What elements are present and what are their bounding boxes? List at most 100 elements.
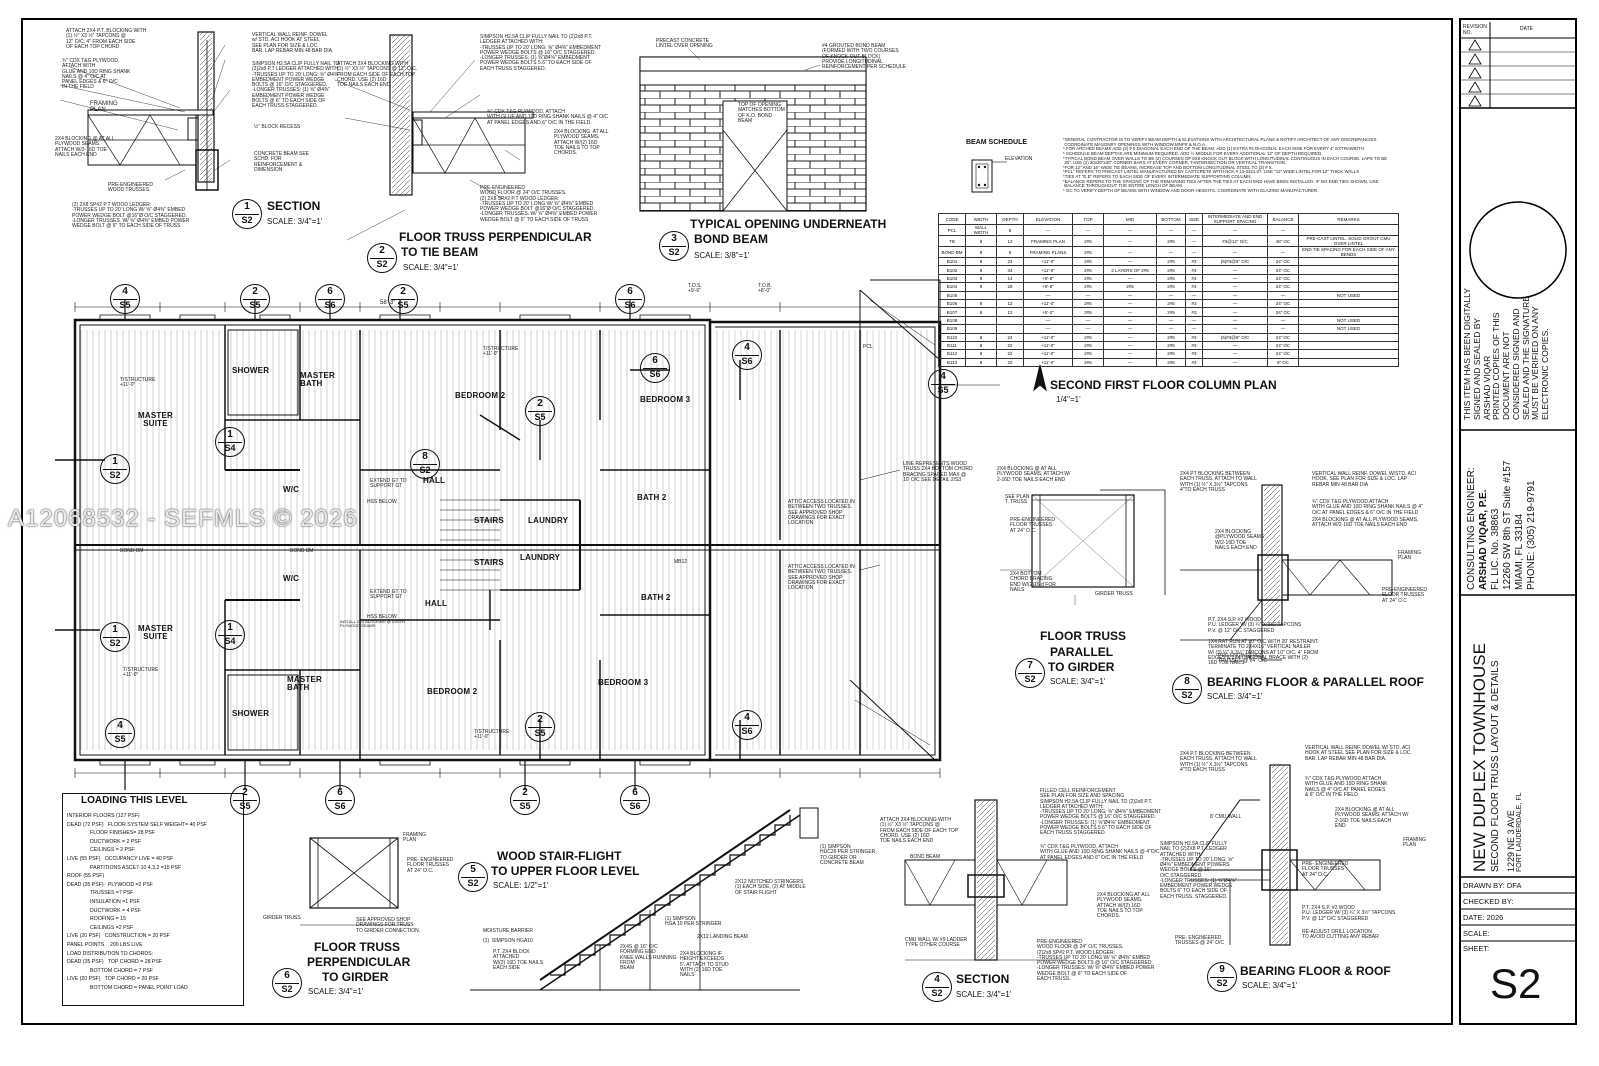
- beam-cell: —: [1202, 273, 1268, 284]
- beam-cell: 8: [996, 224, 1024, 236]
- loading-line: FLOOR FINISHES= 28 PSF: [67, 830, 156, 837]
- detail-6-title-2: PERPENDICULAR: [307, 955, 411, 969]
- beam-cell: [965, 290, 997, 300]
- beam-cell: —: [1202, 265, 1268, 275]
- detail-9-graphic: [1189, 764, 1381, 946]
- beam-cell: 8: [965, 282, 997, 292]
- beam-hdr-bottom: BOTTOM: [1156, 213, 1186, 225]
- beam-cell: [1298, 282, 1399, 292]
- beam-cell: 2#5: [1156, 349, 1186, 359]
- loading-box: LOADING THIS LEVEL INTERIOR FLOORS (127 …: [62, 793, 244, 1006]
- beam-cell: —: [1202, 340, 1268, 351]
- beam-cell: 2#5: [1072, 349, 1104, 359]
- beam-cell: 34: [996, 265, 1024, 275]
- plan-note-attic-2: ATTIC ACCESS LOCATED IN BETWEEN TWO TRUS…: [788, 564, 855, 591]
- detail-2-title-2: TO TIE BEAM: [401, 245, 479, 259]
- beam-cell: 22: [996, 349, 1024, 359]
- beam-section-icon: [971, 159, 1007, 193]
- beam-cell: 12: [996, 307, 1024, 317]
- plan-scale: 1/4"=1': [1056, 395, 1081, 404]
- beam-cell: 24: [996, 256, 1024, 267]
- tag-hss-2: HSS BELOW: [367, 614, 397, 620]
- d2-note-a: SIMPSON H2.5A CLIP FULLY NAIL TO (2)2x8 …: [480, 34, 602, 72]
- beam-cell: 8: [965, 273, 997, 284]
- beam-cell: 12: [996, 298, 1024, 309]
- tag-tstructure-1: T/STRUCTURE +11'-0": [120, 377, 156, 389]
- d1-note-f: CONCRETE BEAM SEE SCHD. FOR REINFORCEMEN…: [254, 151, 310, 173]
- beam-cell: —: [1023, 290, 1073, 300]
- detail-1-graphic: [59, 31, 231, 191]
- loading-line: PANEL POINTS 200 LBS LIVE: [67, 941, 143, 948]
- beam-cell: —: [1103, 246, 1157, 258]
- beam-cell: 48" OC: [1267, 235, 1299, 247]
- tag-install: INSTALL 2X4 BLOCKING @ EVERY PLYWOOD SEA…: [340, 619, 406, 629]
- beam-cell: 2#5: [1072, 235, 1104, 247]
- beam-cell: [1298, 357, 1399, 368]
- beam-cell: —: [1103, 307, 1157, 317]
- beam-cell: —: [1267, 224, 1299, 236]
- detail-7-title-3: TO GIRDER: [1048, 660, 1115, 674]
- d5-note-e: MOISTURE BARRIER: [483, 928, 534, 934]
- beam-cell: 24" OC: [1267, 340, 1299, 351]
- loading-line: CEILINGS = 2 PSF: [67, 847, 135, 854]
- title-block-frame: [1459, 18, 1577, 1025]
- beam-cell: 8: [996, 246, 1024, 258]
- d5-note-a: (1) SIMPSON HUC26 PER STRINGER, TO GIRDE…: [820, 844, 877, 866]
- beam-cell: 2#5: [1156, 307, 1186, 317]
- room-shower-top: SHOWER: [232, 366, 270, 375]
- tag-tob: T.O.B. +8'-0": [758, 283, 772, 295]
- beam-hdr-depth: DEPTH: [996, 213, 1024, 225]
- beam-cell: 2#5: [1072, 246, 1104, 258]
- d1-note-e: 2X4 BLOCKING @ AT ALL PLYWOOD SEAMS. ATT…: [55, 136, 115, 158]
- beam-cell: +11'-0": [1023, 298, 1073, 309]
- room-master-bath-bottom: MASTER BATH: [287, 675, 322, 693]
- d5-note-i: 2X4 BLOCKING IF HEIGHT EXCEEDS 5'. ATTAC…: [680, 951, 729, 978]
- beam-cell: 24" OC: [1267, 256, 1299, 267]
- beam-cell: 8: [965, 265, 997, 275]
- detail-6-graphic: [300, 837, 410, 926]
- beam-cell: —: [1202, 357, 1268, 368]
- tag-tstructure-2: T/STRUCTURE +11'-0": [123, 667, 159, 679]
- detail-8-graphic: [1180, 484, 1393, 661]
- detail-1-title: SECTION: [267, 199, 321, 213]
- beam-cell: —: [1202, 324, 1268, 334]
- detail-9-title: BEARING FLOOR & ROOF: [1240, 964, 1391, 978]
- beam-cell: —: [1023, 324, 1073, 334]
- beam-cell: [965, 315, 997, 326]
- detail-4-graphic: [904, 799, 1068, 961]
- beam-cell: —: [1267, 290, 1299, 300]
- d8-note-d: 2X4 BLOCKING @ AT ALL PLYWOOD SEAMS, ATT…: [1312, 517, 1419, 529]
- beam-cell: 24" OC: [1267, 298, 1299, 309]
- engineer-license: FL LIC. No. 38863: [1490, 508, 1501, 590]
- beam-cell: —: [1156, 224, 1186, 236]
- room-stairs-top: STAIRS: [474, 516, 504, 525]
- beam-cell: [1298, 265, 1399, 275]
- d7-note-a: 2X4 BLOCKING @ AT ALL PLYWOOD SEAMS, ATT…: [997, 466, 1071, 483]
- beam-cell: #3: [1185, 282, 1203, 292]
- beam-cell: NOT USED: [1298, 315, 1399, 326]
- detail-5-title-1: WOOD STAIR-FLIGHT: [497, 849, 622, 863]
- beam-cell: —: [1156, 246, 1186, 258]
- beam-cell: 8: [965, 357, 997, 368]
- d9-note-j: 8' CMU WALL: [1210, 814, 1242, 820]
- beam-cell: B105: [938, 290, 966, 300]
- beam-cell: +11'-0": [1023, 349, 1073, 359]
- beam-cell: +11'-0": [1023, 357, 1073, 368]
- beam-cell: 2#5: [1072, 307, 1104, 317]
- beam-schedule-title: BEAM SCHEDULE: [966, 139, 1028, 146]
- beam-cell: 28: [996, 282, 1024, 292]
- detail-8-title: BEARING FLOOR & PARALLEL ROOF: [1207, 675, 1424, 689]
- beam-cell: 22: [996, 340, 1024, 351]
- beam-cell: [1298, 273, 1399, 284]
- d5-note-d: 2X12 LANDING BEAM: [697, 934, 748, 940]
